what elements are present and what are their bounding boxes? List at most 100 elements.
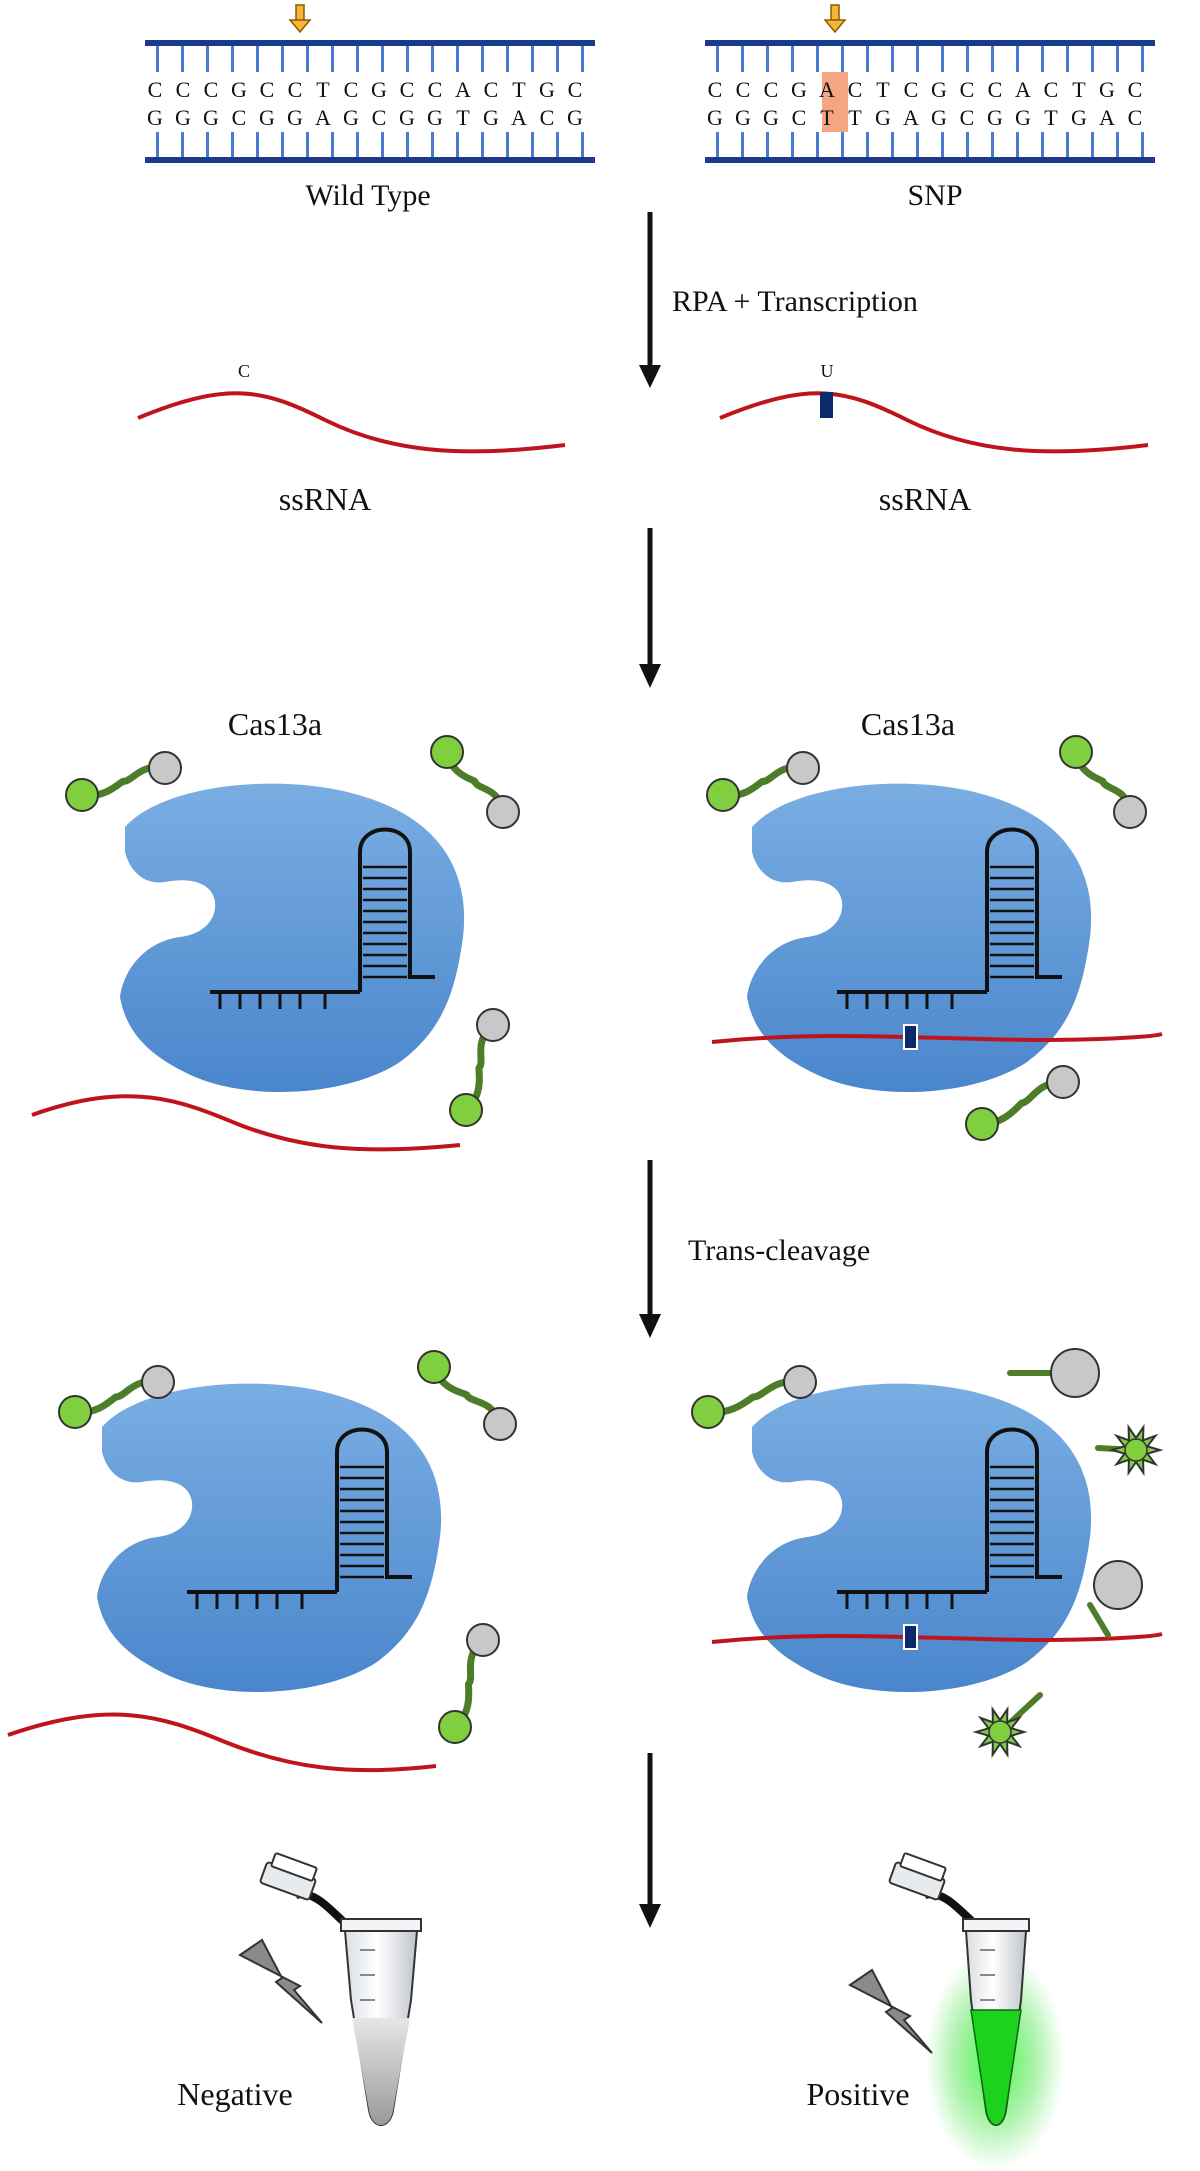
fluorophore <box>1059 735 1093 769</box>
quencher <box>483 1407 517 1441</box>
linker-fragment <box>1087 1602 1111 1638</box>
snp-top-base: A <box>819 77 835 102</box>
snp-top-base: G <box>1099 77 1115 102</box>
process-arrow-1 <box>639 212 661 388</box>
wild-type-top-base: G <box>371 77 387 102</box>
wild-type-bottom-base: G <box>427 105 443 130</box>
snp-top-base: T <box>876 77 890 102</box>
snp-bottom-base: G <box>931 105 947 130</box>
wild-type-bottom-base: C <box>372 105 387 130</box>
wild-type-bottom-base: G <box>343 105 359 130</box>
snp-top-base: G <box>791 77 807 102</box>
ssrna-wild-type: C ssRNA <box>137 361 566 517</box>
wild-type-bottom-base: G <box>287 105 303 130</box>
wild-type-bottom-base: G <box>147 105 163 130</box>
cleaved-quencher <box>1087 1560 1143 1638</box>
wild-type-top-base: G <box>539 77 555 102</box>
intact-reporter <box>417 1350 517 1441</box>
snp-bottom-base: C <box>1128 105 1143 130</box>
reporter-linker <box>71 1378 162 1416</box>
activated-fluorophore <box>972 1692 1043 1759</box>
snp-top-base: C <box>960 77 975 102</box>
wild-type-top-base: C <box>400 77 415 102</box>
snp-bottom-base: G <box>1071 105 1087 130</box>
fluorophore <box>417 1350 451 1384</box>
reporter-linker <box>462 1021 497 1114</box>
wild-type-top-base: T <box>512 77 526 102</box>
fluorophore <box>965 1107 999 1141</box>
snp-bottom-base: G <box>987 105 1003 130</box>
wild-type-bottom-base: C <box>540 105 555 130</box>
intact-reporter <box>449 1008 510 1127</box>
wild-type-bottom-base: C <box>232 105 247 130</box>
crrna-hairpin <box>335 1427 412 1592</box>
intact-reporter <box>706 751 820 812</box>
cas13a-complex-top-right <box>711 783 1163 1093</box>
snp-top-base: C <box>848 77 863 102</box>
tube-cap-negative <box>259 1852 348 1927</box>
wild-type-top-base: C <box>148 77 163 102</box>
intact-reporter <box>691 1365 817 1429</box>
snp-bottom-base: G <box>735 105 751 130</box>
wild-type-top-base: C <box>568 77 583 102</box>
wild-type-top-base: C <box>176 77 191 102</box>
snp-mark-rna <box>820 392 833 418</box>
snp-mark-bound <box>903 1624 918 1650</box>
snp-top-base: C <box>988 77 1003 102</box>
snp-top-base: A <box>1015 77 1031 102</box>
snp-top-base: C <box>1044 77 1059 102</box>
fluorophore <box>988 1720 1012 1744</box>
quencher <box>476 1008 510 1042</box>
crrna-hairpin <box>985 827 1062 992</box>
activated-fluorophore <box>1095 1423 1164 1477</box>
cas13a-label-left: Cas13a <box>228 706 322 742</box>
snp-bottom-base: T <box>1044 105 1058 130</box>
cas13a-complex-bottom-right <box>711 1383 1163 1693</box>
snp-top-base: C <box>736 77 751 102</box>
reporter-linker <box>704 1377 804 1416</box>
result-negative: Negative <box>177 2076 293 2112</box>
intact-reporter <box>65 751 182 812</box>
reporter-linker <box>430 1363 504 1428</box>
wild-type-bottom-base: T <box>456 105 470 130</box>
cas13a-body <box>120 783 465 1093</box>
quencher <box>1093 1560 1143 1610</box>
cas13a-complex-bottom-left <box>97 1383 442 1693</box>
wild-type-top-base: C <box>484 77 499 102</box>
ssrna-label-right: ssRNA <box>879 481 971 517</box>
fluorophore <box>65 778 99 812</box>
fluorophore <box>1124 1438 1148 1462</box>
quencher <box>786 751 820 785</box>
process-arrow-3 <box>639 1160 661 1338</box>
snp-bottom-base: A <box>1099 105 1115 130</box>
mutation-arrow-left <box>288 4 312 34</box>
reporter-linker <box>451 1636 487 1731</box>
wild-type-top-base: A <box>455 77 471 102</box>
free-rna-top-left <box>31 1094 461 1152</box>
tube-positive <box>888 1852 1065 2170</box>
quencher <box>1046 1065 1080 1099</box>
intact-reporter <box>965 1065 1080 1141</box>
snp-bottom-base: A <box>903 105 919 130</box>
snp-bottom-base: G <box>1015 105 1031 130</box>
crrna-hairpin <box>358 827 435 992</box>
reporter-linker <box>978 1078 1067 1128</box>
process-arrow-4 <box>639 1753 661 1928</box>
light-bolt-icon-left <box>238 1938 323 2024</box>
rna-base-snp: U <box>821 361 834 381</box>
reporter-linker <box>719 763 807 800</box>
snp-bottom-base: T <box>848 105 862 130</box>
free-rna-bottom-left <box>7 1712 437 1773</box>
cas13a-label-right: Cas13a <box>861 706 955 742</box>
tube-negative <box>259 1852 422 2126</box>
cas13a-body <box>97 1383 442 1693</box>
snp-bottom-base: G <box>707 105 723 130</box>
bound-target-rna <box>711 1632 1163 1644</box>
wild-type-top-base: C <box>204 77 219 102</box>
process-arrow-2 <box>639 528 661 688</box>
cas13a-complex-top-left <box>120 783 465 1093</box>
snp-top-base: C <box>1128 77 1143 102</box>
quencher <box>783 1365 817 1399</box>
